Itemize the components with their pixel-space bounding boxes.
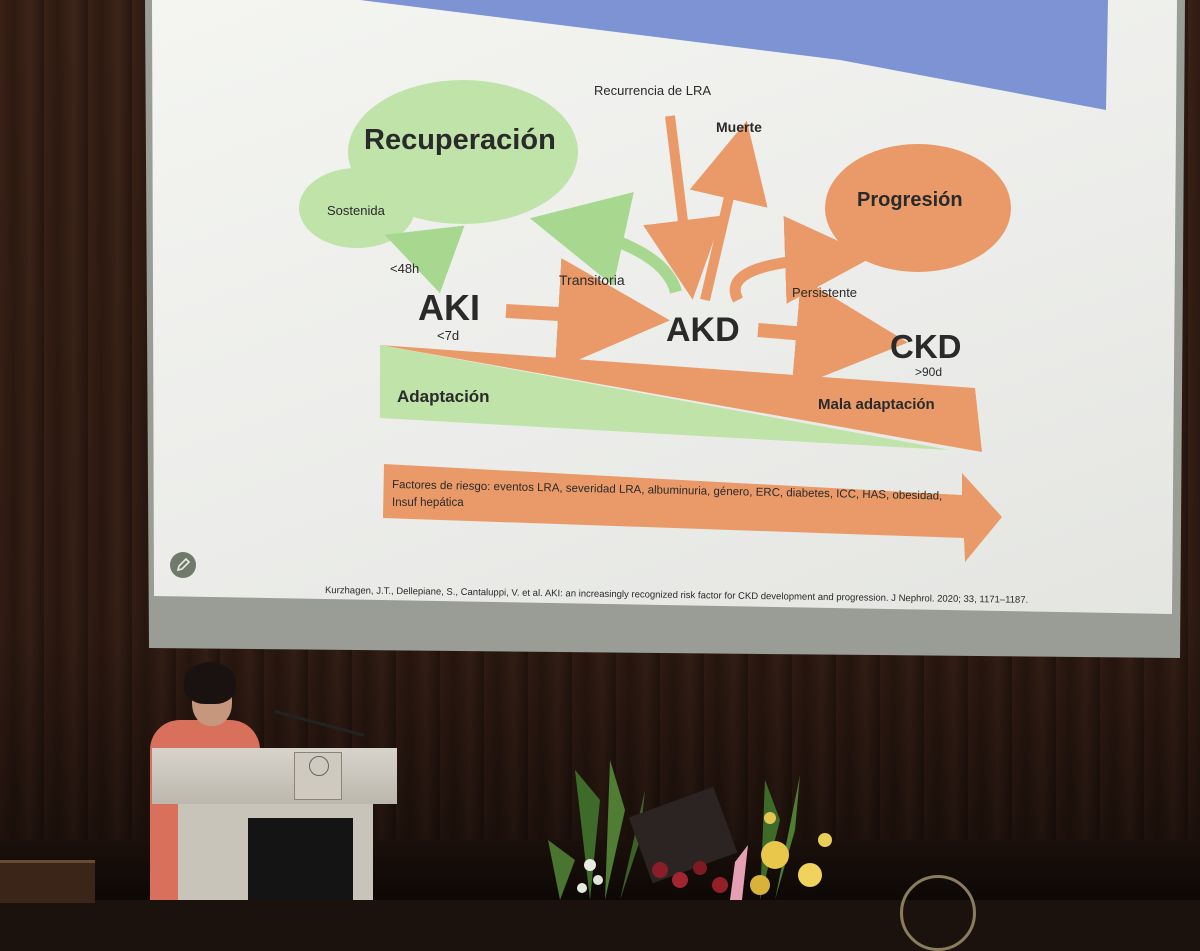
stage-emblem xyxy=(900,875,976,951)
progresion-label: Progresión xyxy=(857,189,963,211)
recurrencia-label: Recurrencia de LRA xyxy=(594,83,712,98)
arrow-akd-progresion xyxy=(729,215,873,304)
adaptacion-band xyxy=(380,345,950,450)
factores-line-2: Insuf hepática xyxy=(392,497,464,509)
adaptacion-label: Adaptación xyxy=(397,387,490,406)
arrow-recurrencia xyxy=(643,115,723,300)
seal-icon xyxy=(309,756,329,776)
pink-ribbon xyxy=(730,845,748,900)
podium-top xyxy=(152,748,397,804)
flower-arrangement xyxy=(548,760,832,900)
akd-label: AKD xyxy=(666,311,740,349)
arrow-muerte xyxy=(689,120,768,302)
recuperacion-label: Recuperación xyxy=(364,124,556,156)
red-roses xyxy=(652,861,728,893)
transitoria-label: Transitoria xyxy=(559,272,625,288)
podium-panel xyxy=(248,818,353,900)
stage-rail xyxy=(0,860,95,903)
factores-arrow xyxy=(383,464,1002,562)
mala-adaptacion-label: Mala adaptación xyxy=(818,396,935,413)
edit-button[interactable] xyxy=(170,552,196,578)
yellow-lilies xyxy=(750,812,832,895)
slide-top-bar xyxy=(360,0,1108,110)
arrow-aki-sostenida xyxy=(384,225,465,294)
slide-graphics xyxy=(299,0,1108,562)
mala-adaptacion-band xyxy=(380,345,982,452)
gt90d-label: >90d xyxy=(915,365,943,379)
ckd-label: CKD xyxy=(890,328,962,365)
persistente-label: Persistente xyxy=(792,285,858,300)
aki-label: AKI xyxy=(418,287,480,328)
muerte-label: Muerte xyxy=(716,119,762,135)
podium-emblem xyxy=(294,752,342,800)
lt7d-label: <7d xyxy=(437,328,460,343)
arrow-akd-ckd xyxy=(757,277,908,389)
flower-card xyxy=(628,786,738,884)
sostenida-label: Sostenida xyxy=(327,203,385,218)
presenter-hair xyxy=(184,662,236,704)
white-flowers xyxy=(577,859,603,893)
pencil-icon xyxy=(176,557,191,572)
arrow-aki-akd xyxy=(505,258,670,370)
lt48h-label: <48h xyxy=(390,261,420,276)
